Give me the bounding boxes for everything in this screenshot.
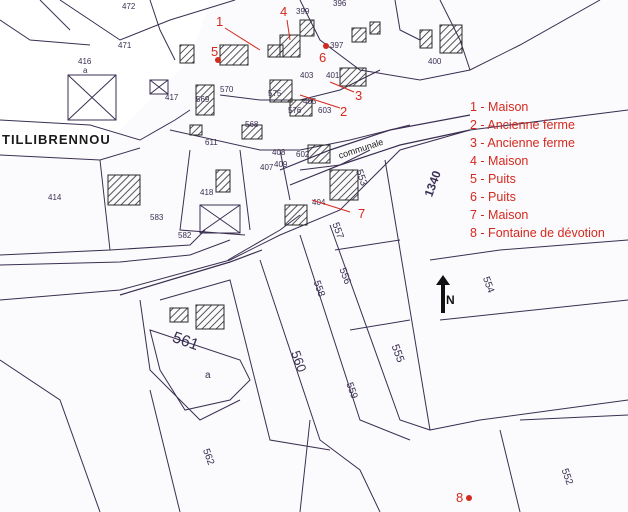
- parcel-number: 397: [330, 41, 344, 50]
- parcel-number: 396: [333, 0, 347, 8]
- legend-item: 1 - Maison: [470, 100, 529, 114]
- well-marker-dot: [215, 57, 221, 63]
- legend: 1 - Maison 2 - Ancienne ferme 3 - Ancien…: [470, 98, 628, 242]
- marker-number: 1: [216, 14, 223, 29]
- hatched-buildings: [107, 19, 463, 330]
- parcel-number: 558: [311, 279, 327, 299]
- marker-number: 3: [355, 88, 362, 103]
- parcel-number: 582: [178, 231, 192, 240]
- legend-item: 5 - Puits: [470, 172, 516, 186]
- parcel-number: 557: [329, 221, 345, 241]
- parcel-number: 562: [200, 447, 216, 467]
- parcel-number: 552: [559, 467, 575, 487]
- parcel-number: 559: [343, 381, 359, 401]
- marker-number: 6: [319, 50, 326, 65]
- parcel-number: 417: [165, 93, 179, 102]
- parcel-sub-letter: a: [205, 370, 211, 381]
- parcel-number: 403: [300, 71, 314, 80]
- fountain-marker-dot: [466, 495, 472, 501]
- marker-number: 4: [280, 4, 287, 19]
- parcel-number: a: [83, 66, 88, 75]
- legend-item: 2 - Ancienne ferme: [470, 118, 575, 132]
- parcel-number: 560: [288, 349, 310, 375]
- marker-leader-lines: [224, 19, 355, 213]
- parcel-number: 399: [296, 7, 310, 16]
- marker-number: 7: [358, 206, 365, 221]
- parcel-561-outline: [149, 329, 251, 411]
- parcel-number: 555: [389, 343, 407, 364]
- overexposed-area: [0, 0, 210, 160]
- parcel-number: 583: [150, 213, 164, 222]
- marker-number: 8: [456, 490, 463, 505]
- parcel-number: 611: [205, 138, 218, 147]
- parcel-cross-boxes: [67, 74, 241, 234]
- parcel-number: 556: [337, 266, 353, 286]
- parcel-number: 575: [268, 89, 282, 98]
- north-label: N: [446, 293, 455, 307]
- place-name-label: TILLIBRENNOU: [2, 132, 111, 147]
- marker-number: 5: [211, 44, 218, 59]
- parcel-number: 570: [220, 85, 234, 94]
- legend-item: 7 - Maison: [470, 208, 529, 222]
- parcel-number: 407: [260, 163, 274, 172]
- parcel-number: 408: [272, 148, 286, 157]
- legend-item: 6 - Puits: [470, 190, 516, 204]
- parcel-number: 1340: [422, 169, 444, 199]
- marker-number: 2: [340, 104, 347, 119]
- parcel-number: 472: [122, 2, 136, 11]
- legend-item: 4 - Maison: [470, 154, 529, 168]
- parcel-number: 405: [303, 97, 317, 106]
- parcel-number: 409: [274, 160, 288, 169]
- parcel-number: 568: [245, 120, 259, 129]
- parcel-number: 569: [196, 95, 210, 104]
- parcel-number: 554: [480, 275, 496, 295]
- legend-item: 8 - Fontaine de dévotion: [470, 226, 605, 240]
- parcel-number: 401: [326, 71, 340, 80]
- parcel-number: 416: [78, 57, 92, 66]
- parcel-number: 576: [288, 106, 302, 115]
- road-communale: [119, 114, 471, 296]
- parcel-number: 414: [48, 193, 62, 202]
- parcel-number: 603: [318, 106, 332, 115]
- parcel-number: 471: [118, 41, 132, 50]
- parcel-number: 400: [428, 57, 442, 66]
- parcel-number: 418: [200, 188, 214, 197]
- north-arrow-icon: [436, 275, 450, 313]
- parcel-number: 602: [296, 150, 310, 159]
- legend-item: 3 - Ancienne ferme: [470, 136, 575, 150]
- well-marker-dot: [323, 43, 329, 49]
- point-markers: 1 2 3 4 5 6 7 8: [211, 4, 463, 505]
